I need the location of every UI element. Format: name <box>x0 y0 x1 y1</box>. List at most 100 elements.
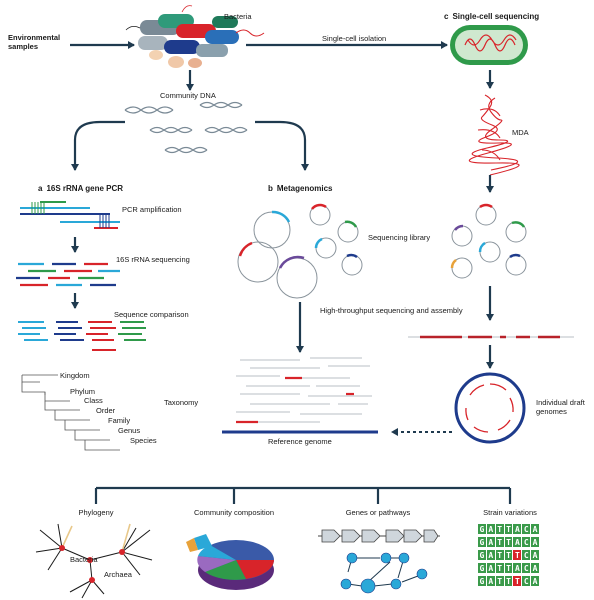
taxonomy-genus: Genus <box>118 426 141 435</box>
strain-base: A <box>531 563 540 573</box>
individual-draft-genomes-label: Individual draft genomes <box>536 398 585 416</box>
strain-base: G <box>478 550 486 560</box>
taxonomy-class: Class <box>84 396 103 405</box>
community-dna-label: Community DNA <box>160 91 216 100</box>
strain-base: A <box>486 537 495 547</box>
section-c-text: Single-cell sequencing <box>452 12 540 21</box>
phylogeny-node-bacteria <box>59 545 65 551</box>
strain-base: T <box>495 550 504 560</box>
strain-base: T <box>504 563 513 573</box>
section-c-letter: c <box>444 12 449 21</box>
strain-base: C <box>522 524 531 534</box>
strain-base: C <box>522 563 531 573</box>
taxonomy-species: Species <box>130 436 157 445</box>
strain-base: G <box>478 576 486 586</box>
strain-base: T <box>495 563 504 573</box>
section-b-letter: b <box>268 184 273 193</box>
strain-base: A <box>513 563 522 573</box>
phylogeny-node-lower <box>89 577 95 583</box>
outputs-bracket <box>94 486 512 504</box>
mda-dna-icon <box>468 94 520 176</box>
arrow-dna-to-metagenomics <box>255 120 309 171</box>
pcr-amplification-label: PCR amplification <box>122 205 182 214</box>
phylogeny-node-archaea <box>119 549 125 555</box>
bacteria-cluster-icon <box>125 5 265 68</box>
strain-base: G <box>478 524 486 534</box>
taxonomy-tree <box>21 374 120 451</box>
pcr-amplification-icon <box>20 201 120 229</box>
single-cell-isolation-label: Single-cell isolation <box>322 34 387 43</box>
environmental-samples-label: Environmental samples <box>8 33 61 51</box>
strain-base: T <box>504 576 513 586</box>
strain-base: A <box>531 537 540 547</box>
strain-base: T <box>513 550 522 560</box>
output-phylogeny-label: Phylogeny <box>78 508 114 517</box>
draft-genome-circle <box>454 372 526 444</box>
strain-base: A <box>513 524 522 534</box>
taxonomy-phylum: Phylum <box>70 387 96 396</box>
pathway-network <box>340 552 428 594</box>
phylogeny-node-root <box>87 557 93 563</box>
strain-base: T <box>513 576 522 586</box>
arrow-dna-to-16s <box>71 120 125 171</box>
output-community-composition-label: Community composition <box>193 508 275 517</box>
community-dna-icon <box>124 101 248 154</box>
strain-base: G <box>478 537 486 547</box>
metagenomics-library <box>237 203 363 299</box>
genes-pathways-icon <box>318 529 440 543</box>
strain-base: G <box>478 563 486 573</box>
phylogeny-archaea-label: Archaea <box>104 570 132 579</box>
strain-base: A <box>531 550 540 560</box>
mda-label: MDA <box>512 128 529 137</box>
taxonomy-family: Family <box>108 416 131 425</box>
strain-base: T <box>504 524 513 534</box>
strain-base: A <box>486 576 495 586</box>
output-strain-variations-label: Strain variations <box>483 508 537 517</box>
reference-genome-label: Reference genome <box>268 437 332 446</box>
section-a-text: 16S rRNA gene PCR <box>46 184 124 193</box>
strain-base: A <box>513 537 522 547</box>
strain-base: C <box>522 537 531 547</box>
sequence-comparison-label: Sequence comparison <box>114 310 189 319</box>
bacteria-label: Bacteria <box>224 12 252 21</box>
taxonomy-label: Taxonomy <box>164 398 199 407</box>
rrna-read-set <box>16 262 120 287</box>
strain-base: A <box>486 524 495 534</box>
strain-base: T <box>504 537 513 547</box>
strain-base: T <box>495 576 504 586</box>
single-cell-library <box>450 203 527 279</box>
strain-base: A <box>531 576 540 586</box>
sequencing-library-label: Sequencing library <box>368 233 431 242</box>
single-cell-icon <box>450 25 528 65</box>
strain-base: A <box>486 550 495 560</box>
reference-genome-reads <box>236 357 372 423</box>
rrna-sequencing-label: 16S rRNA sequencing <box>116 255 190 264</box>
phylogeny-tree <box>35 523 153 599</box>
phylogeny-bacteria-label: Bacteria <box>70 555 98 564</box>
strain-base: A <box>531 524 540 534</box>
phylogeny-highlight <box>61 523 131 553</box>
community-composition-pie <box>186 534 274 590</box>
section-b-text: Metagenomics <box>276 184 333 193</box>
taxonomy-kingdom: Kingdom <box>60 371 90 380</box>
strain-base: T <box>504 550 513 560</box>
strain-base: C <box>522 550 531 560</box>
taxonomy-order: Order <box>96 406 116 415</box>
output-genes-pathways-label: Genes or pathways <box>345 508 411 517</box>
strain-base: A <box>486 563 495 573</box>
sequence-comparison-set <box>18 321 146 351</box>
section-a-letter: a <box>38 184 43 193</box>
strain-base: C <box>522 576 531 586</box>
strain-base: T <box>495 524 504 534</box>
strain-base: T <box>495 537 504 547</box>
hts-assembly-label: High-throughput sequencing and assembly <box>320 306 463 315</box>
